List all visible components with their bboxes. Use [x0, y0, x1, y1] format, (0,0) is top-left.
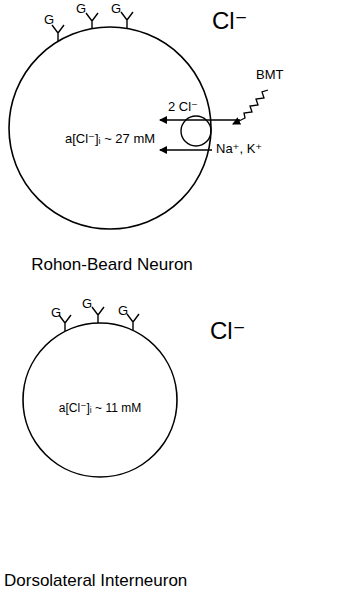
cell-circle: a[Cl⁻]ᵢ ~ 27 mMRohon-Beard Neuron — [8, 26, 212, 230]
receptor-label: G — [44, 13, 54, 27]
cell-outline — [22, 322, 178, 478]
receptor-label: G — [51, 306, 61, 320]
cell-circle: a[Cl⁻]ᵢ ~ 11 mMDorsolateral Interneuron — [22, 322, 178, 478]
receptor-label: G — [118, 304, 128, 318]
receptor-label: G — [111, 2, 121, 16]
receptor-label: G — [76, 2, 86, 16]
cell-outline — [8, 26, 212, 230]
receptor-symbols — [52, 12, 139, 331]
ion-label: Na⁺, K⁺ — [216, 142, 262, 156]
cell-name: Dorsolateral Interneuron — [4, 572, 187, 591]
concentration-label: a[Cl⁻]ᵢ ~ 27 mM — [65, 132, 155, 146]
ion-label: 2 Cl⁻ — [168, 100, 198, 114]
concentration-label: a[Cl⁻]ᵢ ~ 11 mM — [59, 402, 141, 415]
flux-arrow — [160, 149, 212, 151]
drug-label: BMT — [256, 68, 283, 82]
receptor-label: G — [82, 297, 92, 311]
cell-name: Rohon-Beard Neuron — [31, 256, 193, 275]
ion-label: Cl⁻ — [212, 8, 247, 34]
inhibitor-arrow — [233, 90, 268, 124]
flux-arrow — [160, 119, 240, 121]
ion-label: Cl⁻ — [210, 318, 245, 344]
